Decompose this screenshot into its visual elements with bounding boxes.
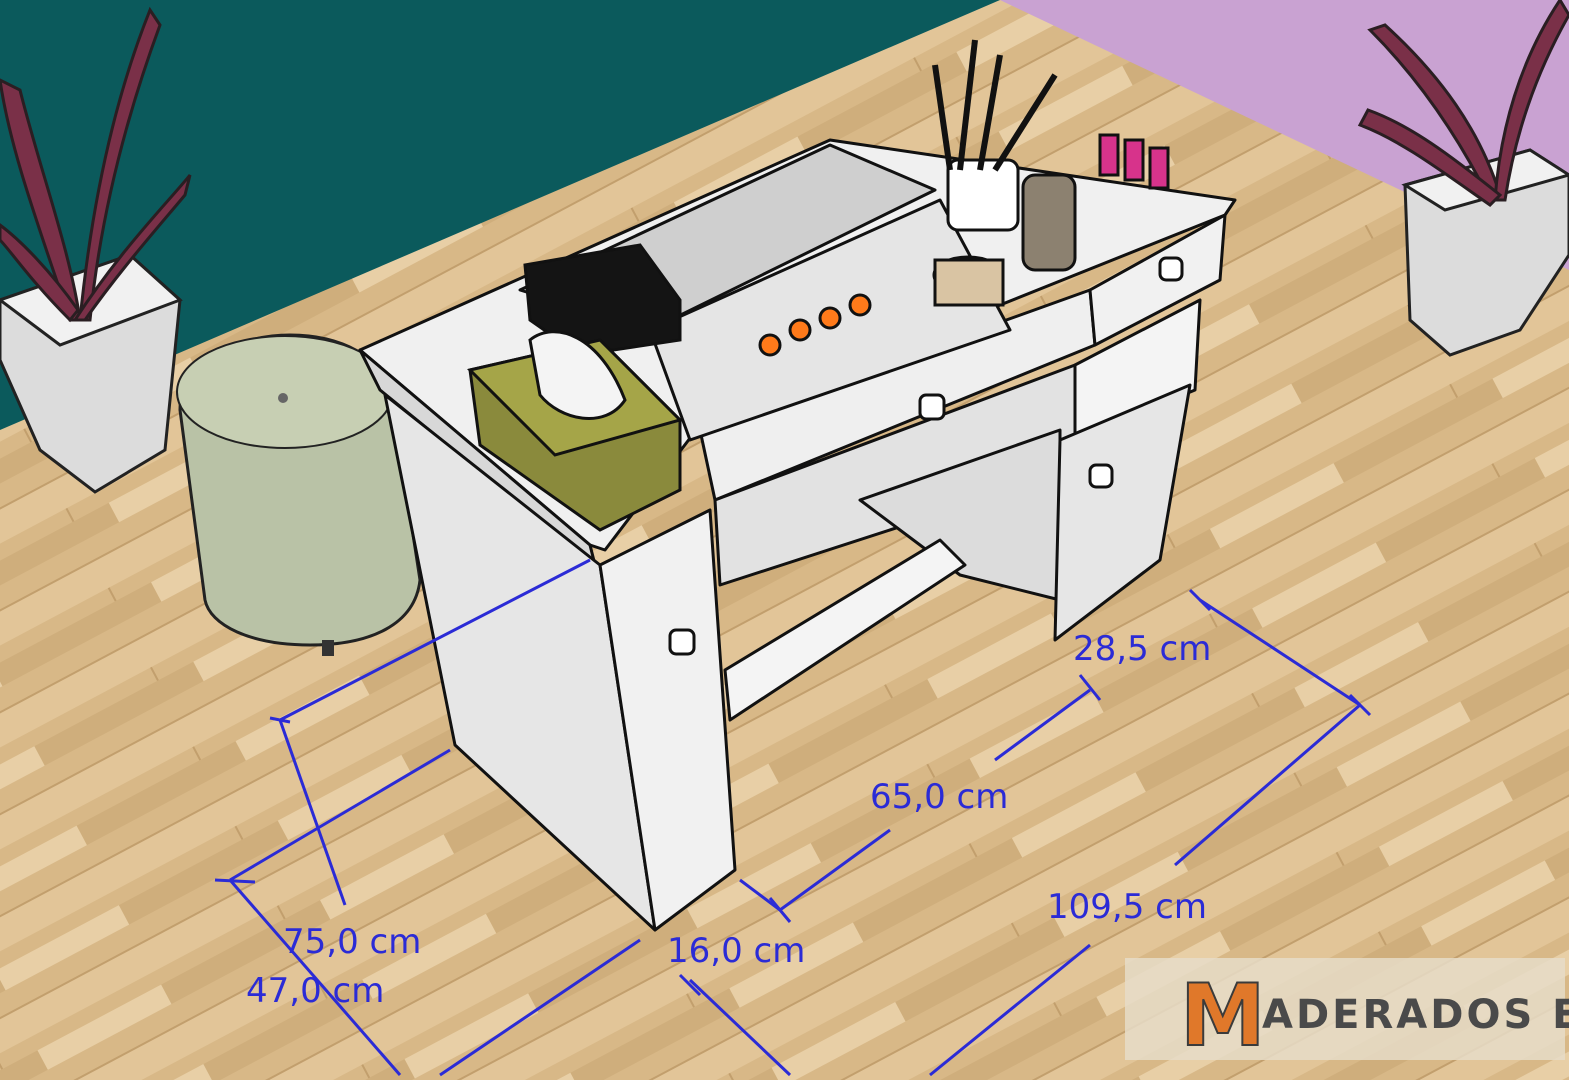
dimension-lines <box>214 558 1372 1077</box>
dim-label-109-5: 109,5 cm <box>1047 887 1207 927</box>
cabinet-width-dim-line <box>994 688 1091 762</box>
plant-right <box>1357 0 1569 357</box>
dim-label-28-5: 28,5 cm <box>1073 629 1211 669</box>
dim-label-47-0: 47,0 cm <box>246 971 384 1011</box>
panel-width-dim-line <box>688 978 792 1077</box>
total-width-dim-line <box>1174 703 1361 867</box>
height-dim-line <box>278 719 347 906</box>
desk-accessories <box>467 39 1170 532</box>
plant-left <box>0 6 192 494</box>
brand-initial: M <box>1180 966 1266 1066</box>
knee-space-dim-line <box>779 828 891 912</box>
brand-name: ADERADOS EC <box>1262 992 1569 1038</box>
dim-label-16-0: 16,0 cm <box>667 931 805 971</box>
dim-label-65-0: 65,0 cm <box>870 777 1008 817</box>
depth-dim-line <box>228 879 402 1076</box>
dim-label-75-0: 75,0 cm <box>283 922 421 962</box>
round-stool <box>176 333 422 656</box>
brand-logo: M ADERADOS EC <box>1125 958 1569 1067</box>
